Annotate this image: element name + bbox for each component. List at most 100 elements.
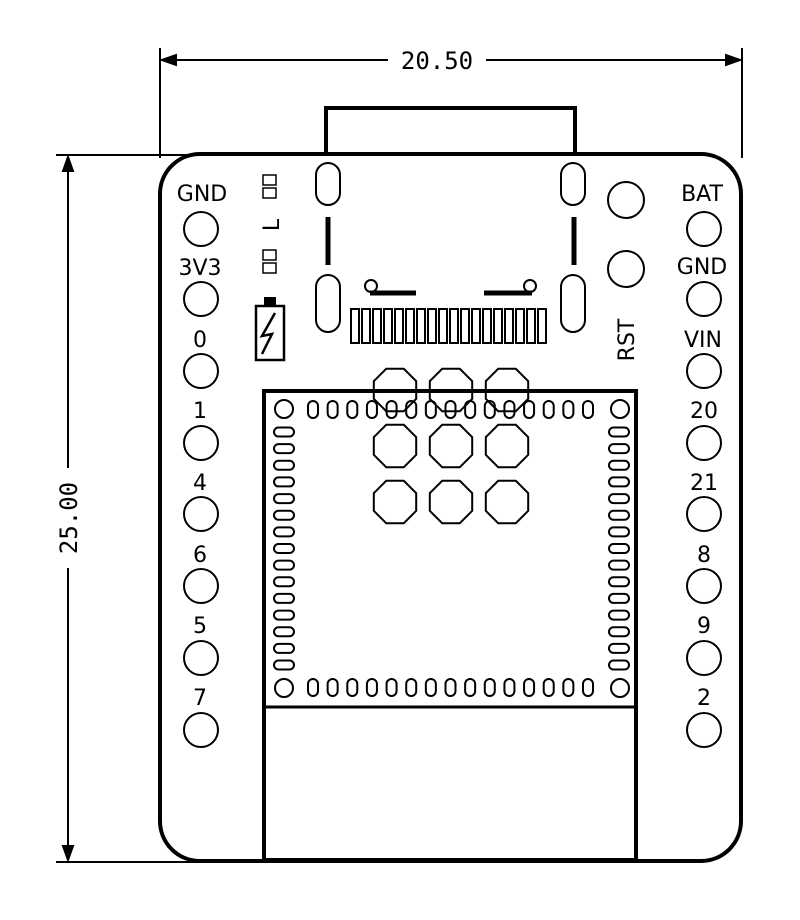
left-pin-label: 1	[193, 399, 207, 424]
height-dimension-label: 25.00	[55, 482, 83, 554]
thermal-pad	[372, 367, 418, 413]
right-pin[interactable]	[686, 211, 722, 247]
right-pin-label: 2	[697, 686, 711, 711]
module-pad	[365, 400, 378, 419]
module-pad	[307, 678, 319, 697]
left-pin[interactable]	[183, 353, 219, 389]
left-pin[interactable]	[183, 712, 219, 748]
module-pad	[405, 678, 418, 697]
usb-connector	[324, 106, 577, 155]
module-pad	[542, 400, 555, 419]
reset-button-label: RST	[615, 318, 640, 361]
right-pin[interactable]	[686, 425, 722, 461]
usb-contact-pad	[416, 308, 426, 344]
led-indicator	[262, 174, 277, 274]
module-corner-pad	[610, 399, 630, 419]
left-pin[interactable]	[183, 281, 219, 317]
led-label: L	[260, 218, 285, 231]
module-pad	[424, 678, 437, 697]
right-pin[interactable]	[686, 568, 722, 604]
left-pin[interactable]	[183, 568, 219, 604]
left-pin-label: 6	[193, 543, 207, 568]
module-pad	[365, 678, 378, 697]
module-pad	[608, 559, 630, 571]
module-pad	[273, 559, 295, 571]
thermal-pad	[428, 367, 474, 413]
module-pad	[608, 493, 630, 505]
module-pad	[608, 476, 630, 488]
usb-contact-pad	[438, 308, 448, 344]
left-pin-label: 4	[193, 471, 207, 496]
module-pad	[562, 678, 575, 697]
right-header: BAT GND VIN 20 21 8 9 2	[677, 182, 727, 748]
module-pad	[608, 426, 630, 438]
module-pad	[273, 659, 295, 671]
reset-button-top[interactable]	[607, 181, 645, 219]
thermal-pads	[372, 367, 530, 525]
usb-contact-pad	[394, 308, 404, 344]
module-pad	[346, 400, 359, 419]
module-corner-pad	[274, 399, 294, 419]
left-pin[interactable]	[183, 425, 219, 461]
usb-contact-pad	[383, 308, 393, 344]
module-pad	[608, 659, 630, 671]
board-outline	[158, 152, 743, 863]
right-pin[interactable]	[686, 640, 722, 676]
thermal-pad	[484, 479, 530, 525]
module-outline	[262, 389, 638, 862]
width-dimension	[159, 48, 743, 158]
module-pad	[326, 678, 339, 697]
right-pin[interactable]	[686, 712, 722, 748]
right-pin-label: 9	[697, 614, 711, 639]
module-pad	[608, 576, 630, 588]
left-header: GND 3V3 0 1 4 6 5 7	[177, 182, 227, 748]
lightning-bolt-icon	[254, 297, 286, 362]
width-dimension-label: 20.50	[401, 47, 473, 75]
left-pin-label: 7	[193, 686, 207, 711]
module-pad	[346, 678, 359, 697]
right-pin-label: 21	[690, 471, 718, 496]
right-pin[interactable]	[686, 496, 722, 532]
usb-contact-pad	[482, 308, 492, 344]
usb-contact-pad	[427, 308, 437, 344]
module-pad	[273, 476, 295, 488]
module-pad	[444, 400, 457, 419]
module-pad	[608, 443, 630, 455]
module-pad	[483, 678, 496, 697]
left-pin[interactable]	[183, 496, 219, 532]
module-pad	[273, 626, 295, 638]
usb-pads	[350, 308, 547, 344]
usb-contact-pad	[449, 308, 459, 344]
right-pin-label: GND	[677, 255, 727, 280]
height-dimension	[56, 154, 200, 863]
reset-button[interactable]	[607, 250, 645, 288]
thermal-pad	[372, 479, 418, 525]
module-pad	[608, 509, 630, 521]
module-pad	[307, 400, 319, 419]
usb-contact-pad	[493, 308, 503, 344]
usb-contact-pad	[350, 308, 360, 344]
module-pad	[385, 678, 398, 697]
module-pad	[608, 459, 630, 471]
module-corner-pad	[274, 678, 294, 698]
module-pad	[273, 592, 295, 604]
module-pad	[273, 493, 295, 505]
thermal-pad	[372, 423, 418, 469]
module-pad	[503, 400, 516, 419]
left-pin-label: 3V3	[178, 256, 221, 281]
module-pad	[523, 678, 536, 697]
module-pad	[464, 678, 477, 697]
module-pad	[273, 459, 295, 471]
module-pad	[608, 626, 630, 638]
left-pin[interactable]	[183, 211, 219, 247]
right-pin[interactable]	[686, 281, 722, 317]
module-pad	[273, 609, 295, 621]
usb-contact-pad	[537, 308, 547, 344]
usb-contact-pad	[526, 308, 536, 344]
right-pin[interactable]	[686, 353, 722, 389]
right-pin-label: 20	[690, 399, 718, 424]
left-pin[interactable]	[183, 640, 219, 676]
left-pin-label: GND	[177, 182, 227, 207]
thermal-pad	[428, 423, 474, 469]
